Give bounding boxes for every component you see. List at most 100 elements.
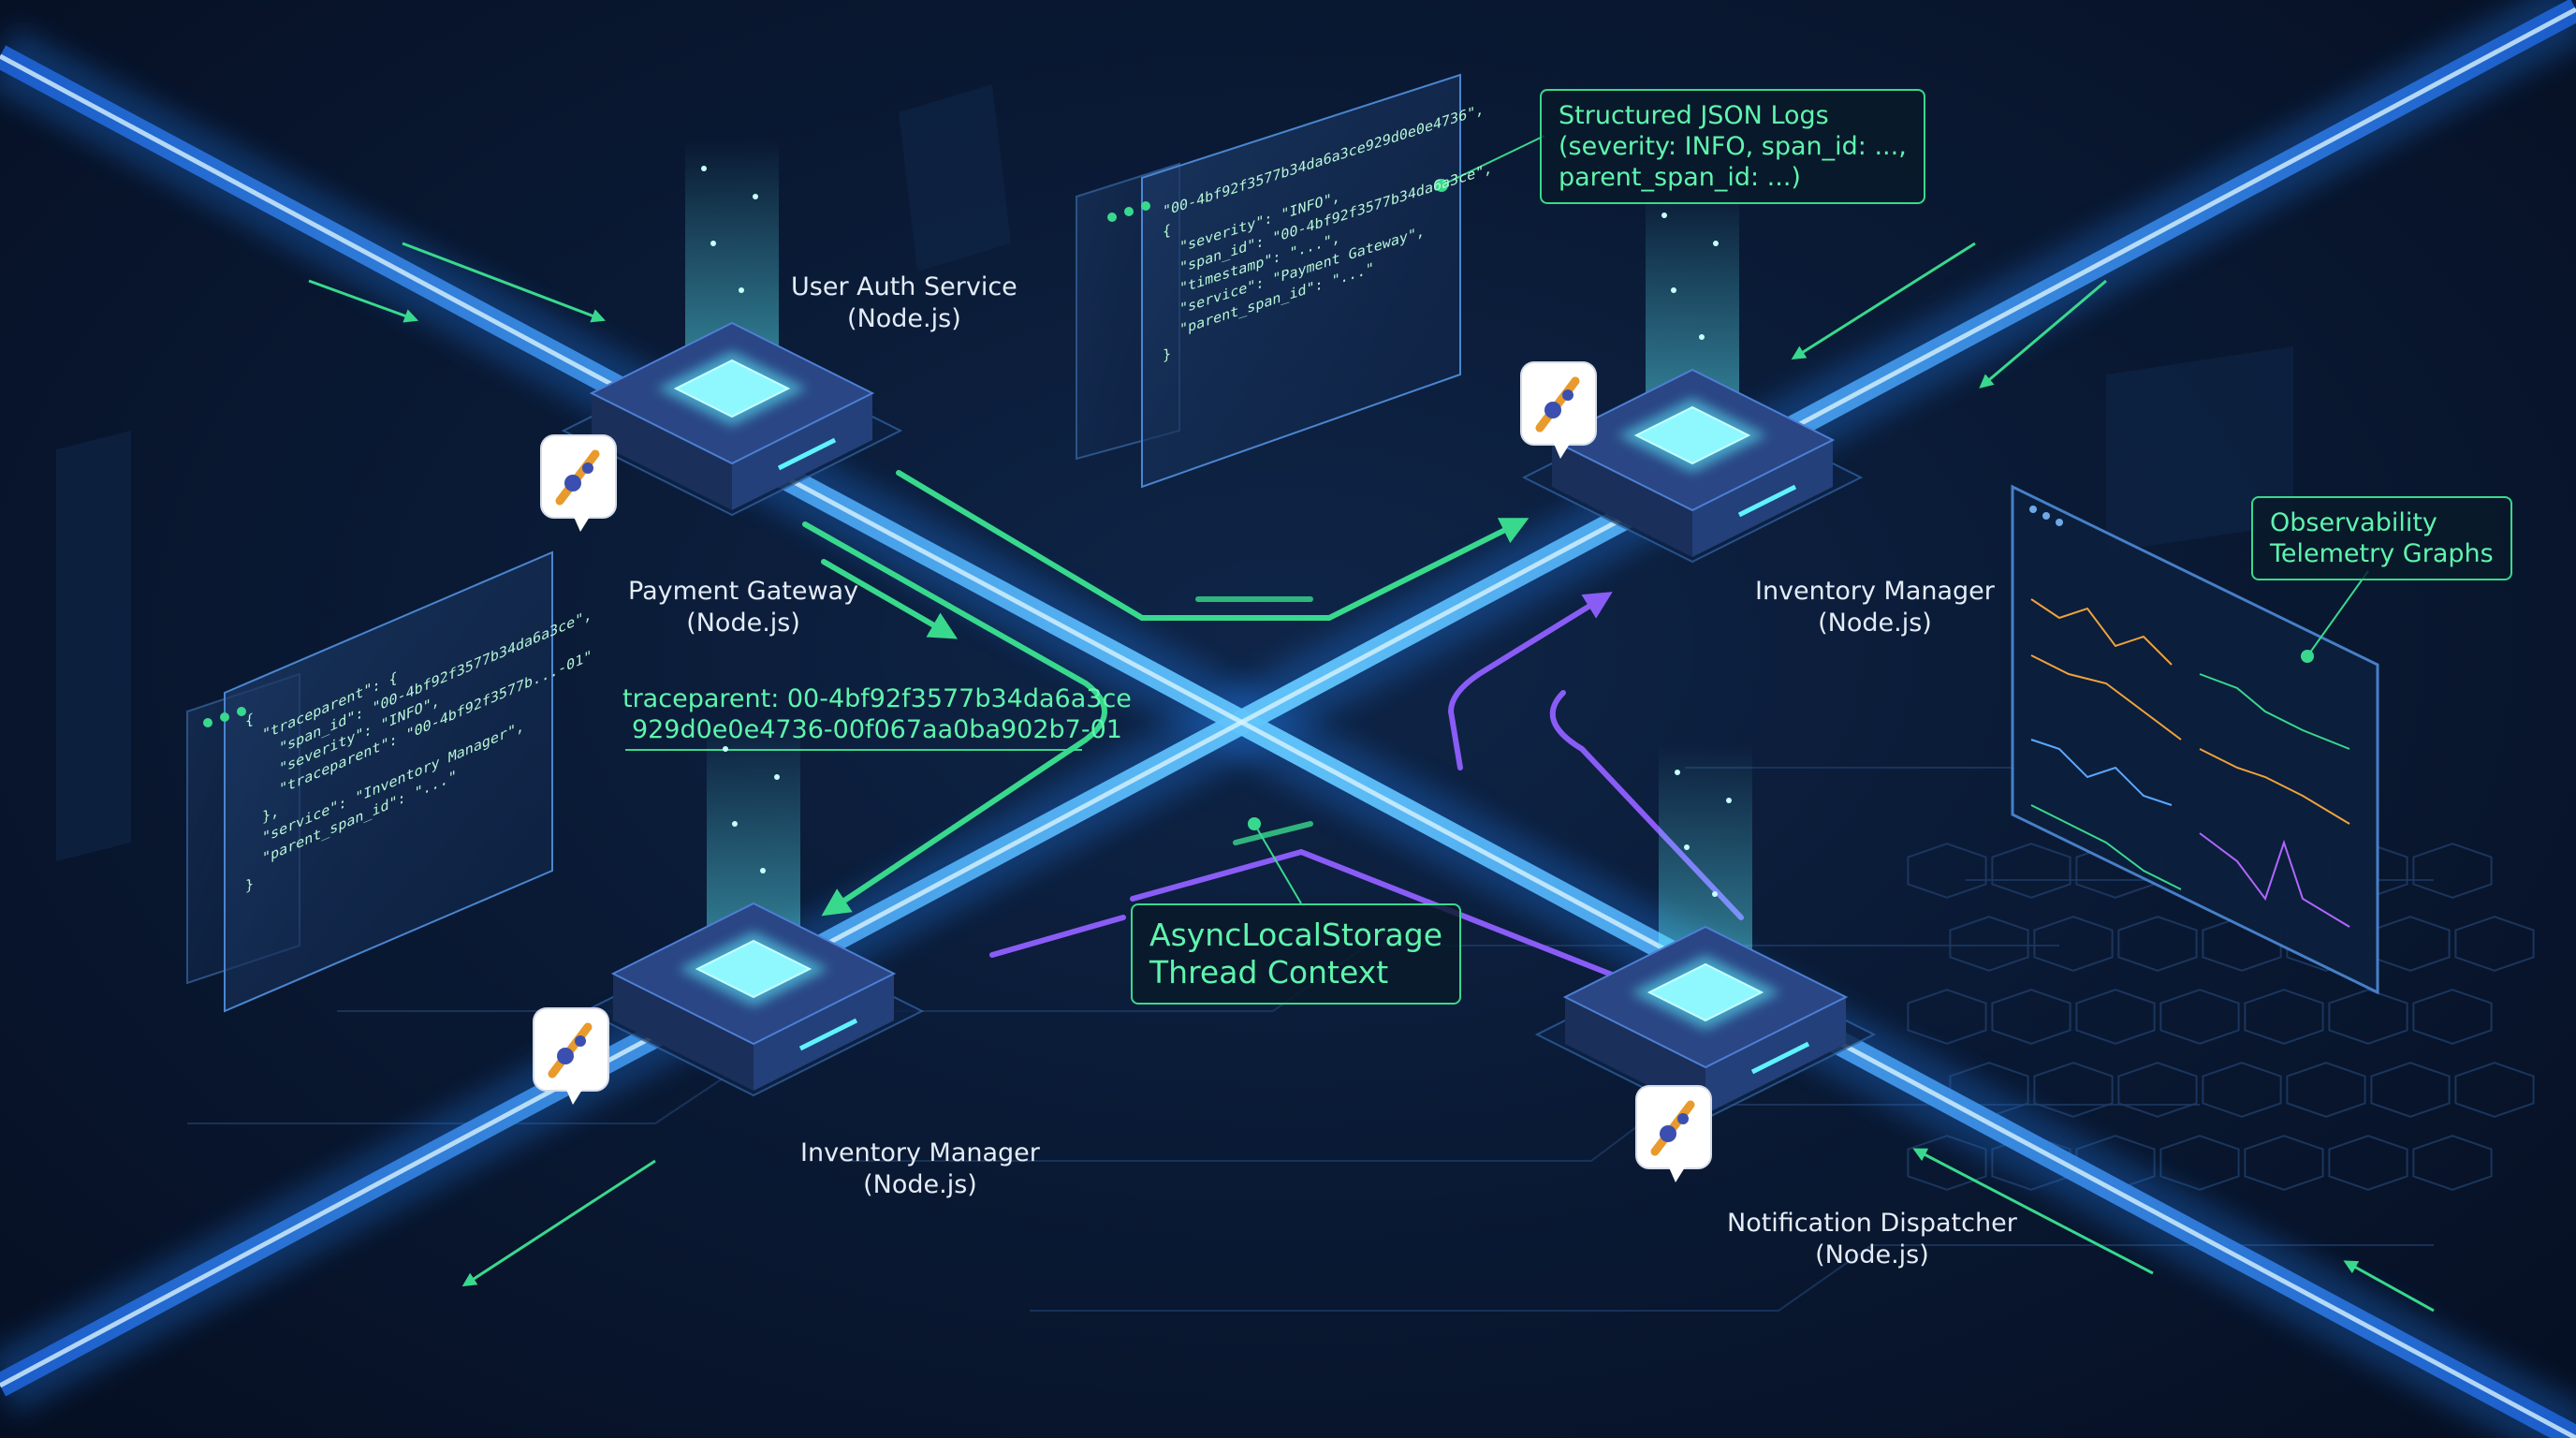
beam-sparkle	[1699, 334, 1705, 340]
node-side-right	[732, 393, 872, 510]
service-label-inventory-bottom: Inventory Manager (Node.js)	[800, 1137, 1040, 1201]
service-node-inventory_bottom	[533, 721, 925, 1105]
hex-cell	[2075, 989, 2156, 1045]
jaeger-tracing-icon	[540, 434, 617, 532]
service-runtime: (Node.js)	[686, 609, 800, 638]
node-side-left	[1565, 997, 1705, 1114]
node-side-left	[592, 393, 732, 510]
hex-cell	[1907, 989, 1987, 1045]
callout-line: Thread Context	[1149, 954, 1389, 990]
node-status-led	[798, 1018, 858, 1051]
node-core	[673, 359, 791, 418]
hex-cell	[1907, 843, 1987, 899]
node-side-left	[613, 974, 754, 1091]
callout-line: Observability	[2270, 508, 2437, 537]
service-label-payment: Payment Gateway (Node.js)	[628, 576, 858, 639]
beam-sparkle	[774, 774, 780, 780]
node-side-right	[754, 974, 894, 1091]
beam-sparkle	[1713, 241, 1719, 246]
callout-line: AsyncLocalStorage	[1149, 917, 1443, 953]
hex-cell	[2159, 989, 2240, 1045]
hex-cell	[2328, 989, 2408, 1045]
node-core	[695, 939, 812, 999]
beam-sparkle	[760, 868, 766, 873]
service-runtime: (Node.js)	[1815, 1240, 1929, 1269]
traceparent-header: traceparent: 00-4bf92f3577b34da6a3ce 929…	[622, 683, 1132, 745]
service-name: Payment Gateway	[628, 577, 859, 606]
hex-cell	[2117, 916, 2198, 972]
hex-cell	[2412, 843, 2493, 899]
hex-cell	[2286, 1062, 2366, 1118]
callout-line: parent_span_id: ...)	[1559, 163, 1801, 192]
node-status-led	[1737, 484, 1797, 518]
node-core	[1633, 405, 1751, 465]
service-name: Inventory Manager	[1755, 577, 1995, 606]
node-side-right	[1692, 440, 1833, 557]
service-name: Inventory Manager	[800, 1138, 1040, 1167]
callout-line: (severity: INFO, span_id: ...,	[1559, 132, 1907, 161]
hex-cell	[2159, 1135, 2240, 1191]
trace-flow-purple	[989, 592, 1744, 1001]
service-node-notification	[1534, 744, 1877, 1182]
hex-cell	[2033, 916, 2114, 972]
node-core	[1647, 962, 1764, 1022]
jaeger-tracing-icon	[533, 1007, 609, 1105]
hex-cell	[2412, 989, 2493, 1045]
hex-cell	[2328, 1135, 2408, 1191]
beam-sparkle	[1712, 891, 1718, 897]
hex-cell	[1991, 989, 2071, 1045]
service-label-inventory-right: Inventory Manager (Node.js)	[1755, 576, 1995, 639]
hex-cell	[2454, 1062, 2535, 1118]
service-runtime: (Node.js)	[847, 304, 961, 333]
context-callout-dot	[1248, 817, 1261, 830]
beam-sparkle	[710, 241, 716, 246]
hex-cell	[2033, 1062, 2114, 1118]
beam-sparkle	[1671, 287, 1676, 293]
hex-cell	[2117, 1062, 2198, 1118]
hex-cell	[1949, 916, 2029, 972]
service-node-auth	[540, 140, 903, 532]
beam-sparkle	[739, 287, 744, 293]
beam-sparkle	[1661, 213, 1667, 218]
service-node-inventory_right	[1520, 187, 1864, 564]
beam-sparkle	[1726, 798, 1732, 803]
hex-cell	[2454, 916, 2535, 972]
telemetry-dashboard	[2011, 484, 2379, 995]
trace-flow-green	[802, 470, 1530, 917]
jaeger-tracing-icon	[1635, 1085, 1712, 1182]
beam-sparkle	[753, 194, 758, 199]
jaeger-tracing-icon	[1520, 361, 1597, 459]
hex-cell	[1991, 843, 2071, 899]
hex-cell	[2370, 916, 2451, 972]
service-name: User Auth Service	[791, 272, 1017, 301]
flow-arrows	[308, 242, 2435, 1313]
node-status-led	[1750, 1041, 1810, 1075]
service-name: Notification Dispatcher	[1727, 1209, 2017, 1238]
log-panel-top	[1076, 73, 1461, 489]
hex-cell	[2412, 1135, 2493, 1191]
traceparent-line: traceparent: 00-4bf92f3577b34da6a3ce	[622, 684, 1132, 713]
log-callout-dot	[1435, 179, 1448, 192]
callout-line: Telemetry Graphs	[2270, 539, 2494, 568]
beam-sparkle	[1675, 770, 1680, 775]
beam-sparkle	[723, 746, 728, 752]
beam-sparkle	[701, 166, 707, 171]
callout-leaders	[625, 135, 2369, 904]
service-label-notification: Notification Dispatcher (Node.js)	[1727, 1208, 2017, 1271]
beam-sparkle	[732, 821, 738, 827]
service-label-auth: User Auth Service (Node.js)	[791, 271, 1017, 335]
beam-sparkle	[1684, 844, 1690, 850]
service-nodes	[533, 140, 1877, 1182]
hex-cell	[2244, 989, 2324, 1045]
background-blocks	[56, 84, 2293, 861]
log-panel-left	[186, 550, 553, 1013]
hex-cell	[2244, 1135, 2324, 1191]
callout-line: Structured JSON Logs	[1559, 101, 1829, 130]
service-runtime: (Node.js)	[863, 1170, 977, 1199]
hex-cell	[2370, 1062, 2451, 1118]
callout-async-context: AsyncLocalStorage Thread Context	[1131, 903, 1462, 1005]
node-side-left	[1552, 440, 1692, 557]
